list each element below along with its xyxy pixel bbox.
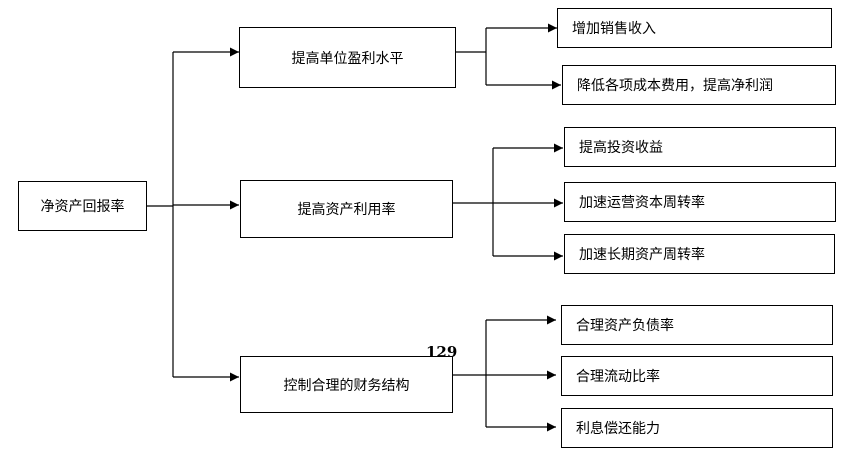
branch-node-3: 控制合理的财务结构	[240, 356, 453, 413]
leaf-node-2-3: 加速长期资产周转率	[564, 234, 835, 274]
branch-node-3-label: 控制合理的财务结构	[283, 377, 410, 394]
leaf-node-3-3: 利息偿还能力	[561, 408, 833, 448]
branch-node-1-label: 提高单位盈利水平	[291, 50, 404, 67]
branch-node-2-label: 提高资产利用率	[297, 202, 396, 218]
leaf-node-3-1-label: 合理资产负债率	[576, 318, 674, 334]
leaf-node-1-1-label: 增加销售收入	[572, 21, 656, 37]
leaf-node-3-2-label: 合理流动比率	[576, 369, 660, 385]
root-node-label: 净资产回报率	[40, 199, 125, 215]
branch-node-2: 提高资产利用率	[240, 180, 453, 238]
leaf-node-3-1: 合理资产负债率	[561, 305, 833, 345]
branch-node-1: 提高单位盈利水平	[239, 27, 456, 88]
leaf-node-3-2: 合理流动比率	[561, 356, 833, 396]
leaf-node-1-2-label: 降低各项成本费用，提高净利润	[577, 78, 773, 94]
leaf-node-2-2: 加速运营资本周转率	[564, 182, 836, 222]
leaf-node-2-1-label: 提高投资收益	[579, 140, 663, 156]
page-number: 129	[426, 343, 458, 361]
root-node: 净资产回报率	[18, 181, 147, 231]
leaf-node-2-3-label: 加速长期资产周转率	[579, 247, 705, 263]
leaf-node-2-2-label: 加速运营资本周转率	[579, 195, 705, 211]
leaf-node-2-1: 提高投资收益	[564, 127, 836, 167]
leaf-node-3-3-label: 利息偿还能力	[576, 421, 660, 437]
leaf-node-1-1: 增加销售收入	[557, 8, 832, 48]
leaf-node-1-2: 降低各项成本费用，提高净利润	[562, 65, 836, 105]
